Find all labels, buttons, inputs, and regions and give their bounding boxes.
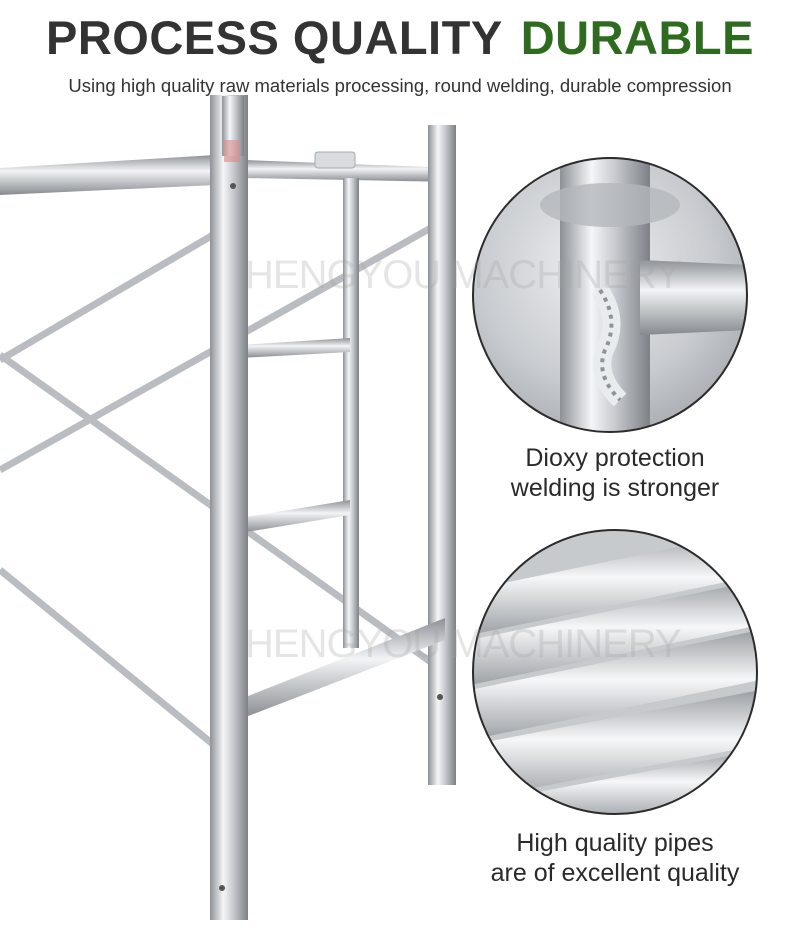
pipes-caption-line2: are of excellent quality [490,859,740,887]
weld-caption: Dioxy protection welding is stronger [470,443,760,503]
headline: PROCESS QUALITY DURABLE [0,10,800,65]
headline-accent: DURABLE [520,11,754,64]
weld-caption-line1: Dioxy protection [525,444,705,472]
weld-caption-line2: welding is stronger [510,474,720,502]
subtitle: Using high quality raw materials process… [68,75,732,96]
scaffold-frame [0,95,456,920]
weld-detail-circle [472,157,748,433]
pipes-caption: High quality pipes are of excellent qual… [460,828,770,888]
pipes-detail-circle [472,529,758,815]
headline-main: PROCESS QUALITY [46,11,503,64]
pipes-caption-line1: High quality pipes [516,829,714,857]
watermark: HENGYOU MACHINERY [245,622,682,666]
watermark: HENGYOU MACHINERY [245,253,682,297]
